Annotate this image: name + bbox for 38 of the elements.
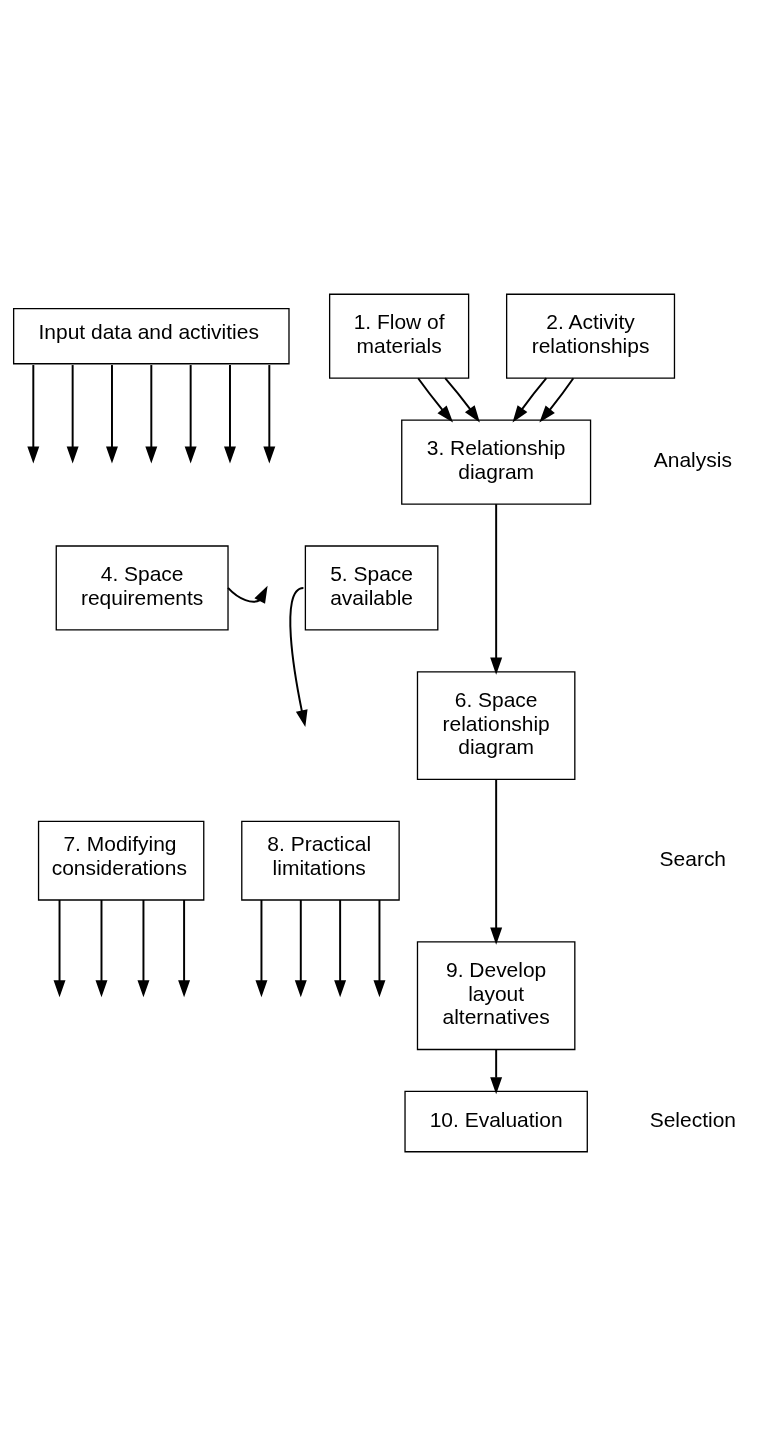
node-box: 6. Space relationship diagram	[416, 670, 576, 780]
arrow	[490, 502, 503, 675]
arrow	[178, 898, 191, 997]
arrow	[184, 363, 197, 464]
node-box: 7. Modifying considerations	[37, 820, 205, 901]
label: Analysis	[653, 447, 732, 471]
arrow	[417, 376, 454, 422]
node-box: 3. Relationship diagram	[401, 418, 592, 505]
arrow	[294, 898, 307, 997]
arrow	[490, 1048, 503, 1094]
arrow	[334, 898, 347, 997]
node-box: 5. Space available	[304, 544, 439, 631]
label: Search	[659, 846, 727, 870]
arrow	[490, 778, 503, 945]
arrow	[27, 363, 40, 464]
node-box: Input data and activities	[13, 307, 290, 364]
arrow	[145, 363, 158, 464]
node-box: 4. Space requirements	[55, 544, 229, 631]
arrow	[106, 363, 118, 464]
arrow	[224, 363, 236, 464]
arrow	[255, 898, 268, 997]
arrow	[66, 363, 79, 464]
arrow	[539, 376, 575, 422]
arrow	[95, 898, 108, 997]
node-box: 1. Flow of materials	[329, 293, 470, 379]
arrow	[444, 376, 480, 422]
node-box: 8. Practical limitations	[241, 820, 400, 901]
node-box: 9. Develop layout alternatives	[416, 940, 576, 1050]
arrow	[263, 363, 276, 464]
arrow	[227, 585, 268, 604]
arrow	[53, 898, 66, 997]
arrow	[289, 586, 308, 727]
arrow	[373, 898, 386, 997]
node-box: 2. Activity relationships	[506, 293, 676, 379]
arrow	[137, 898, 150, 997]
node-box: 10. Evaluation	[404, 1090, 588, 1152]
arrow	[512, 376, 548, 423]
label: Selection	[649, 1107, 736, 1131]
